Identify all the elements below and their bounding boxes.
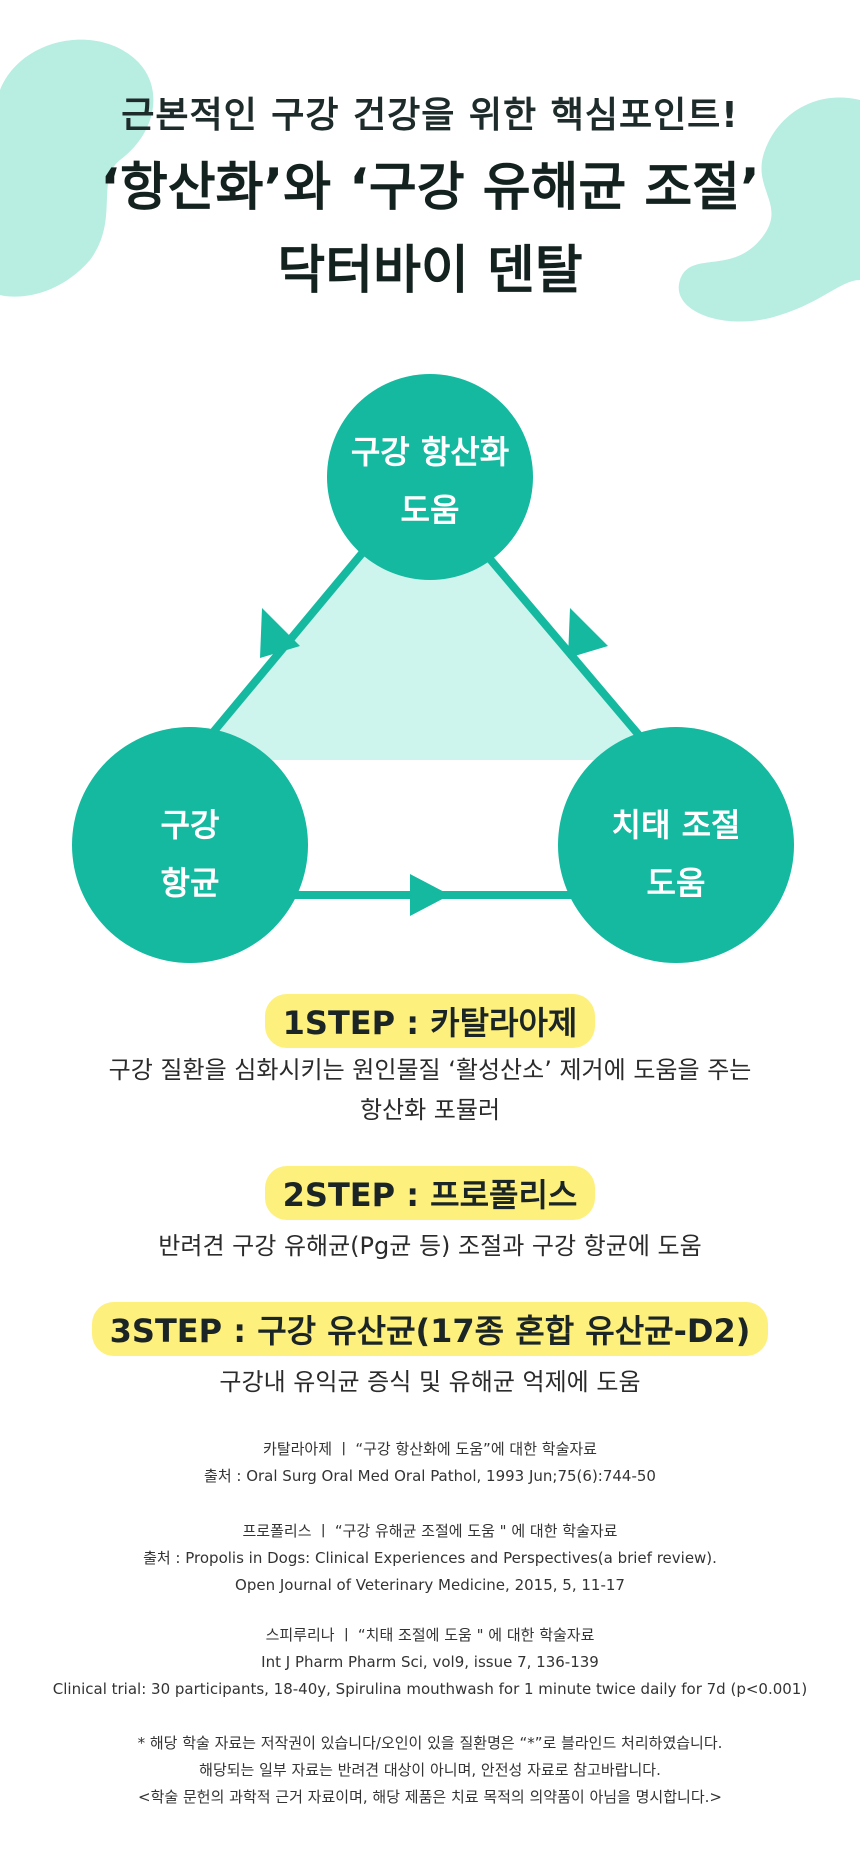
reference-propolis: 프로폴리스 ㅣ “구강 유해균 조절에 도움 " 에 대한 학술자료 출처 : … [143,1522,717,1594]
disclaimer-notes: * 해당 학술 자료는 저작권이 있습니다/오인이 있을 질환명은 “*”로 블… [137,1734,723,1806]
reference-catalase: 카탈라아제 ㅣ “구강 항산화에 도움”에 대한 학술자료 출처 : Oral … [204,1440,656,1485]
step-3-badge: 3STEP : 구강 유산균(17종 혼합 유산균-D2) [91,1302,769,1356]
step-1-description: 구강 질환을 심화시키는 원인물질 ‘활성산소’ 제거에 도움을 주는 항산화 … [108,1056,752,1124]
circle-top [327,374,533,580]
benefit-cycle-diagram [72,374,794,963]
circle-left-label: 구강 항균 [160,806,220,902]
step-3-description: 구강내 유익균 증식 및 유해균 억제에 도움 [219,1368,641,1396]
circle-right [558,727,794,963]
circle-right-label: 치태 조절 도움 [611,806,741,902]
step-2-description: 반려견 구강 유해균(Pg균 등) 조절과 구강 항균에 도움 [158,1232,702,1260]
arrow-right-icon [568,608,608,658]
decorative-blob-left [0,39,860,322]
arrow-bottom-icon [410,874,450,916]
step-1-badge: 1STEP : 카탈라아제 [264,994,596,1048]
circle-left [72,727,308,963]
step-2-heading: 2STEP : 프로폴리스 [0,1166,860,1220]
reference-spirulina: 스피루리나 ㅣ “치태 조절에 도움 " 에 대한 학술자료 Int J Pha… [52,1626,808,1698]
step-3-heading: 3STEP : 구강 유산균(17종 혼합 유산균-D2) [0,1302,860,1356]
arrow-left-icon [260,608,300,658]
triangle-fill [190,480,660,760]
page-subtitle: 근본적인 구강 건강을 위한 핵심포인트! [121,95,739,136]
step-2-badge: 2STEP : 프로폴리스 [264,1166,596,1220]
step-1-heading: 1STEP : 카탈라아제 [0,994,860,1048]
page-title-line1: ‘항산화’와 ‘구강 유해균 조절’ [100,158,760,218]
circle-top-label: 구강 항산화 도움 [350,433,510,529]
page-title-line2: 닥터바이 덴탈 [277,241,583,301]
